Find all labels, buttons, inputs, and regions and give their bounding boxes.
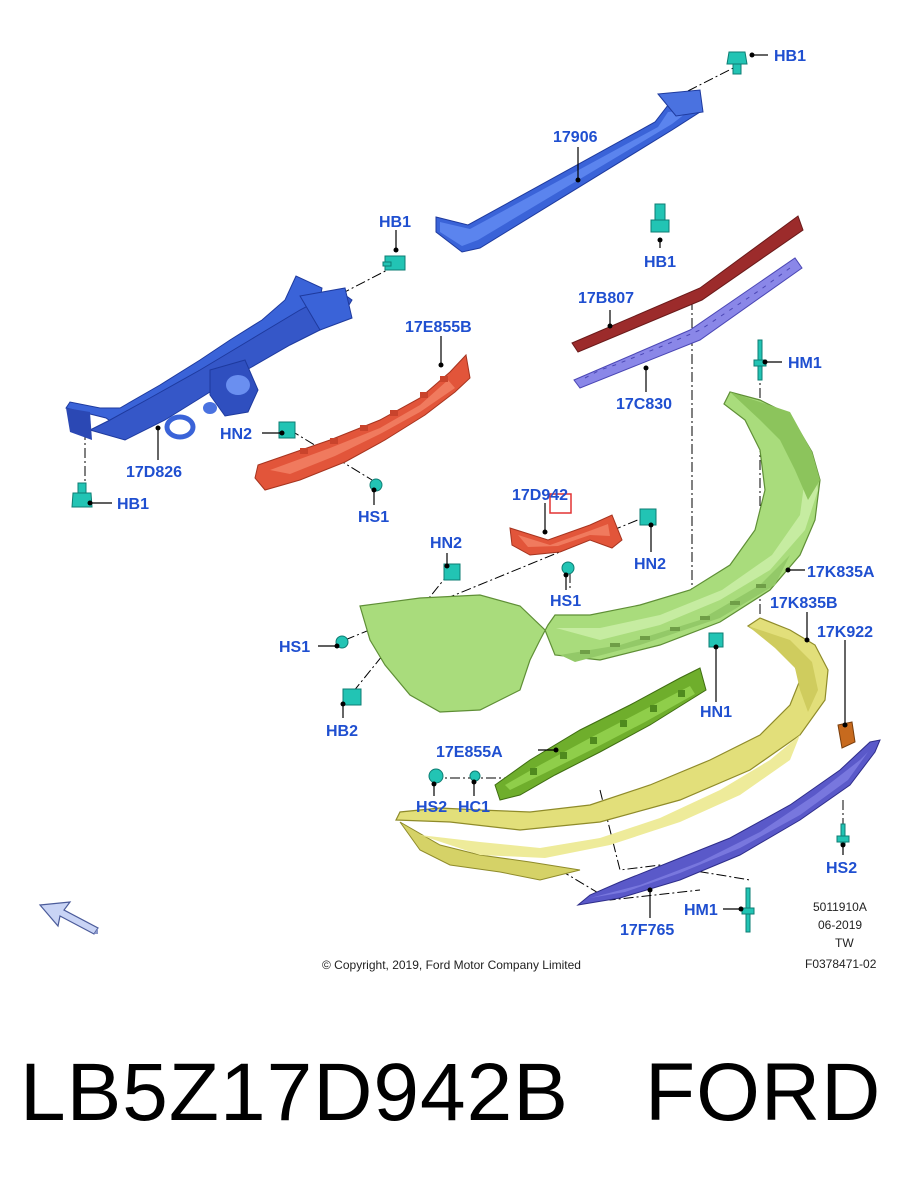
bracket-17D942 bbox=[509, 514, 623, 556]
callout-hn1: HN1 bbox=[700, 704, 732, 721]
copyright: © Copyright, 2019, Ford Motor Company Li… bbox=[322, 958, 581, 972]
fastener-icon bbox=[469, 770, 481, 782]
energy-absorber-17E855A bbox=[494, 667, 707, 801]
fastener-icon bbox=[278, 421, 296, 439]
fastener-icon bbox=[836, 823, 850, 845]
callout-17906: 17906 bbox=[553, 129, 598, 146]
drawing-region: TW bbox=[835, 936, 854, 950]
bracket-17K922 bbox=[837, 721, 856, 749]
drawing-ref: F0378471-02 bbox=[805, 957, 877, 971]
drawing-date: 06-2019 bbox=[818, 918, 862, 932]
callout-17K835A: 17K835A bbox=[807, 564, 875, 581]
support-strip-17C830 bbox=[573, 257, 803, 389]
callout-hs2-left: HS2 bbox=[416, 799, 447, 816]
callout-17B807: 17B807 bbox=[578, 290, 634, 307]
leader-lines bbox=[87, 52, 848, 918]
callout-hs2-right: HS2 bbox=[826, 860, 857, 877]
callout-17C830: 17C830 bbox=[616, 396, 672, 413]
callout-hs1-upper: HS1 bbox=[358, 509, 389, 526]
callout-17D826: 17D826 bbox=[126, 464, 182, 481]
fastener-icon bbox=[726, 51, 748, 75]
fastener-icon bbox=[741, 887, 755, 933]
fastener-icon bbox=[342, 688, 362, 706]
energy-absorber-17E855B bbox=[254, 353, 471, 491]
exploded-parts-diagram: HB1 17906 HB1 HB1 17B807 17E855B HM1 17C… bbox=[38, 48, 881, 972]
callout-17E855A: 17E855A bbox=[436, 744, 503, 761]
lower-cover-17K835B bbox=[395, 617, 829, 881]
callout-hb2: HB2 bbox=[326, 723, 358, 740]
callout-17K922: 17K922 bbox=[817, 624, 873, 641]
callout-17F765: 17F765 bbox=[620, 922, 674, 939]
part-number: LB5Z17D942B bbox=[20, 1047, 569, 1138]
valance-17F765 bbox=[576, 739, 881, 906]
callout-hs1-left: HS1 bbox=[279, 639, 310, 656]
view-direction-arrow-icon bbox=[38, 901, 99, 935]
fastener-icon bbox=[428, 768, 444, 784]
fastener-icon bbox=[382, 255, 406, 271]
callout-hn2-left: HN2 bbox=[220, 426, 252, 443]
callout-hn2-right: HN2 bbox=[634, 556, 666, 573]
callout-hb1-top: HB1 bbox=[774, 48, 806, 65]
fastener-icon bbox=[708, 632, 724, 648]
callout-hb1-mid: HB1 bbox=[644, 254, 676, 271]
drawing-code: 5011910A bbox=[813, 900, 867, 914]
callout-hs1-mid: HS1 bbox=[550, 593, 581, 610]
reinforcement-beam-17906 bbox=[435, 89, 704, 253]
callout-hn2-mid: HN2 bbox=[430, 535, 462, 552]
fastener-icon bbox=[650, 203, 670, 233]
callout-17K835B: 17K835B bbox=[770, 595, 838, 612]
callout-hb1-left: HB1 bbox=[379, 214, 411, 231]
step-pad-strip-17B807 bbox=[571, 215, 804, 353]
callout-17E855B: 17E855B bbox=[405, 319, 472, 336]
callout-hc1: HC1 bbox=[458, 799, 490, 816]
callout-17D942: 17D942 bbox=[512, 487, 568, 504]
tow-bar-beam-17D826 bbox=[65, 275, 353, 441]
bumper-cover-17K835A bbox=[359, 391, 821, 713]
callout-hm1-top: HM1 bbox=[788, 355, 822, 372]
highlight-box bbox=[549, 493, 572, 514]
callout-labels: HB1 17906 HB1 HB1 17B807 17E855B HM1 17C… bbox=[117, 48, 875, 939]
callout-hm1-bottom: HM1 bbox=[684, 902, 718, 919]
drawing-metadata: 5011910A 06-2019 TW F0378471-02 © Copyri… bbox=[322, 900, 877, 972]
brand-name: FORD bbox=[645, 1047, 882, 1138]
fastener-icon bbox=[639, 508, 657, 526]
fastener-icon bbox=[71, 482, 93, 508]
fastener-icon bbox=[561, 561, 575, 575]
callout-hb1-bottom: HB1 bbox=[117, 496, 149, 513]
fasteners bbox=[71, 51, 850, 933]
